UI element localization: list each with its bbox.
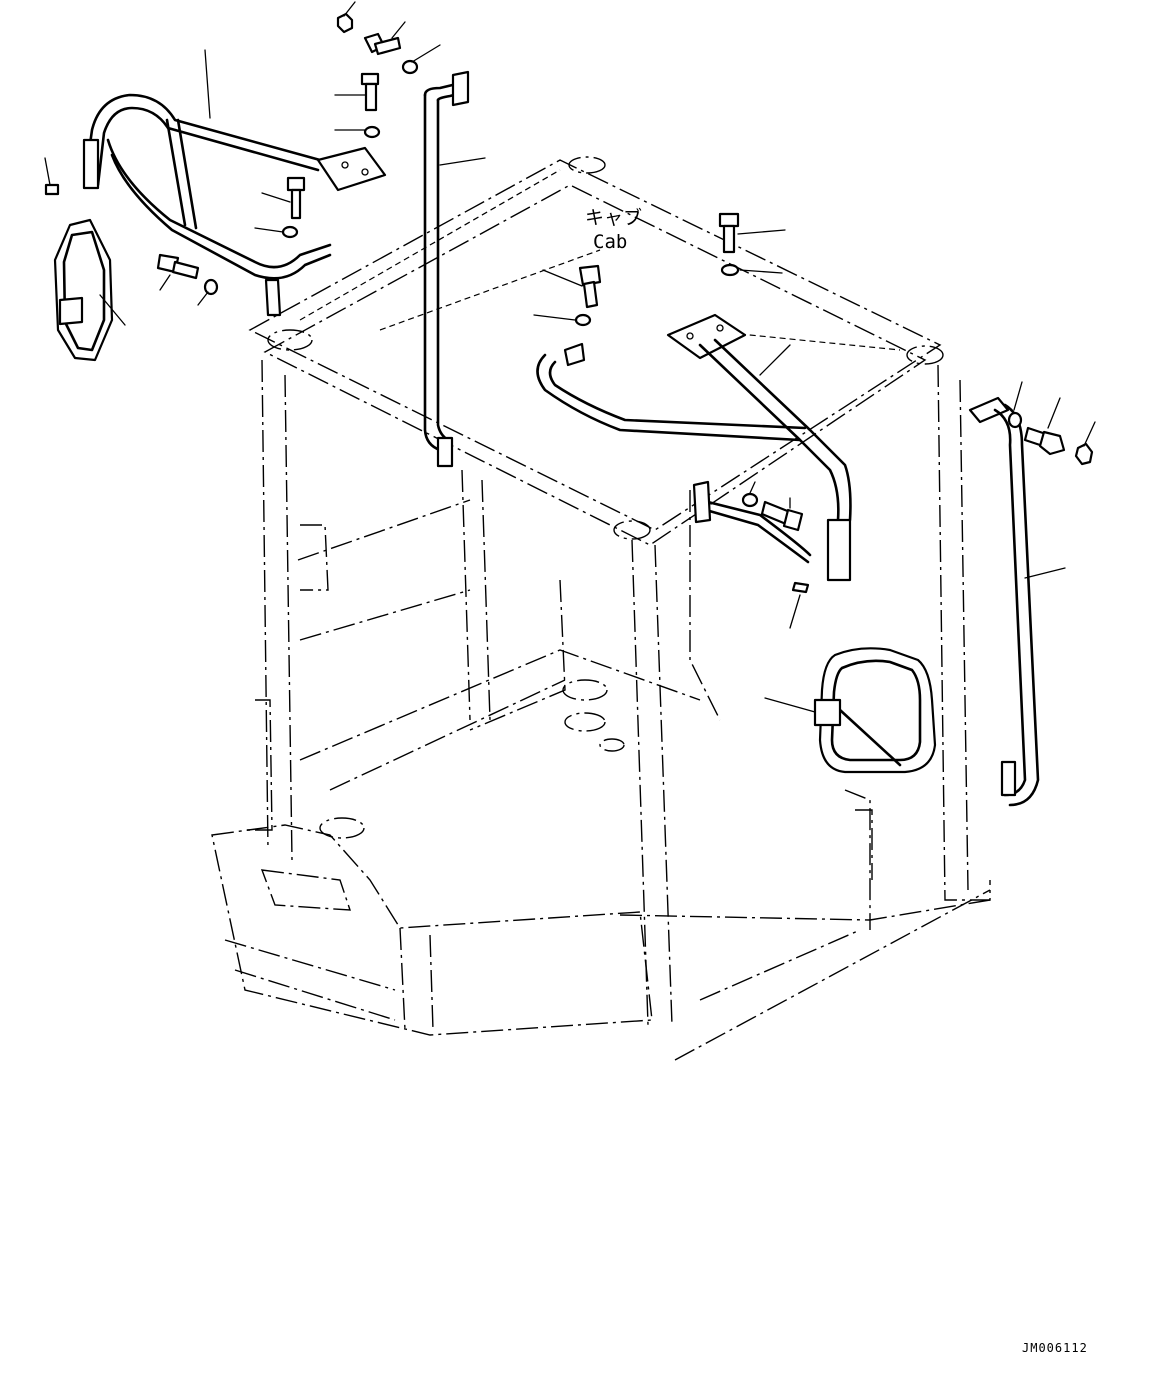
drawing-code: JM006112 [1022, 1341, 1088, 1355]
fasteners [44, 12, 1094, 594]
center-stay [423, 70, 470, 468]
left-mirror-stay [82, 93, 387, 317]
cab-frame [211, 156, 991, 1061]
left-mirror [53, 218, 114, 362]
rear-handrail [968, 396, 1040, 807]
right-mirror [813, 647, 937, 774]
cab-label-jp: キャブ [585, 206, 642, 229]
cab-label-en: Cab [593, 231, 627, 253]
right-mirror-stay [536, 313, 852, 582]
leader-lines [44, 1, 1096, 713]
